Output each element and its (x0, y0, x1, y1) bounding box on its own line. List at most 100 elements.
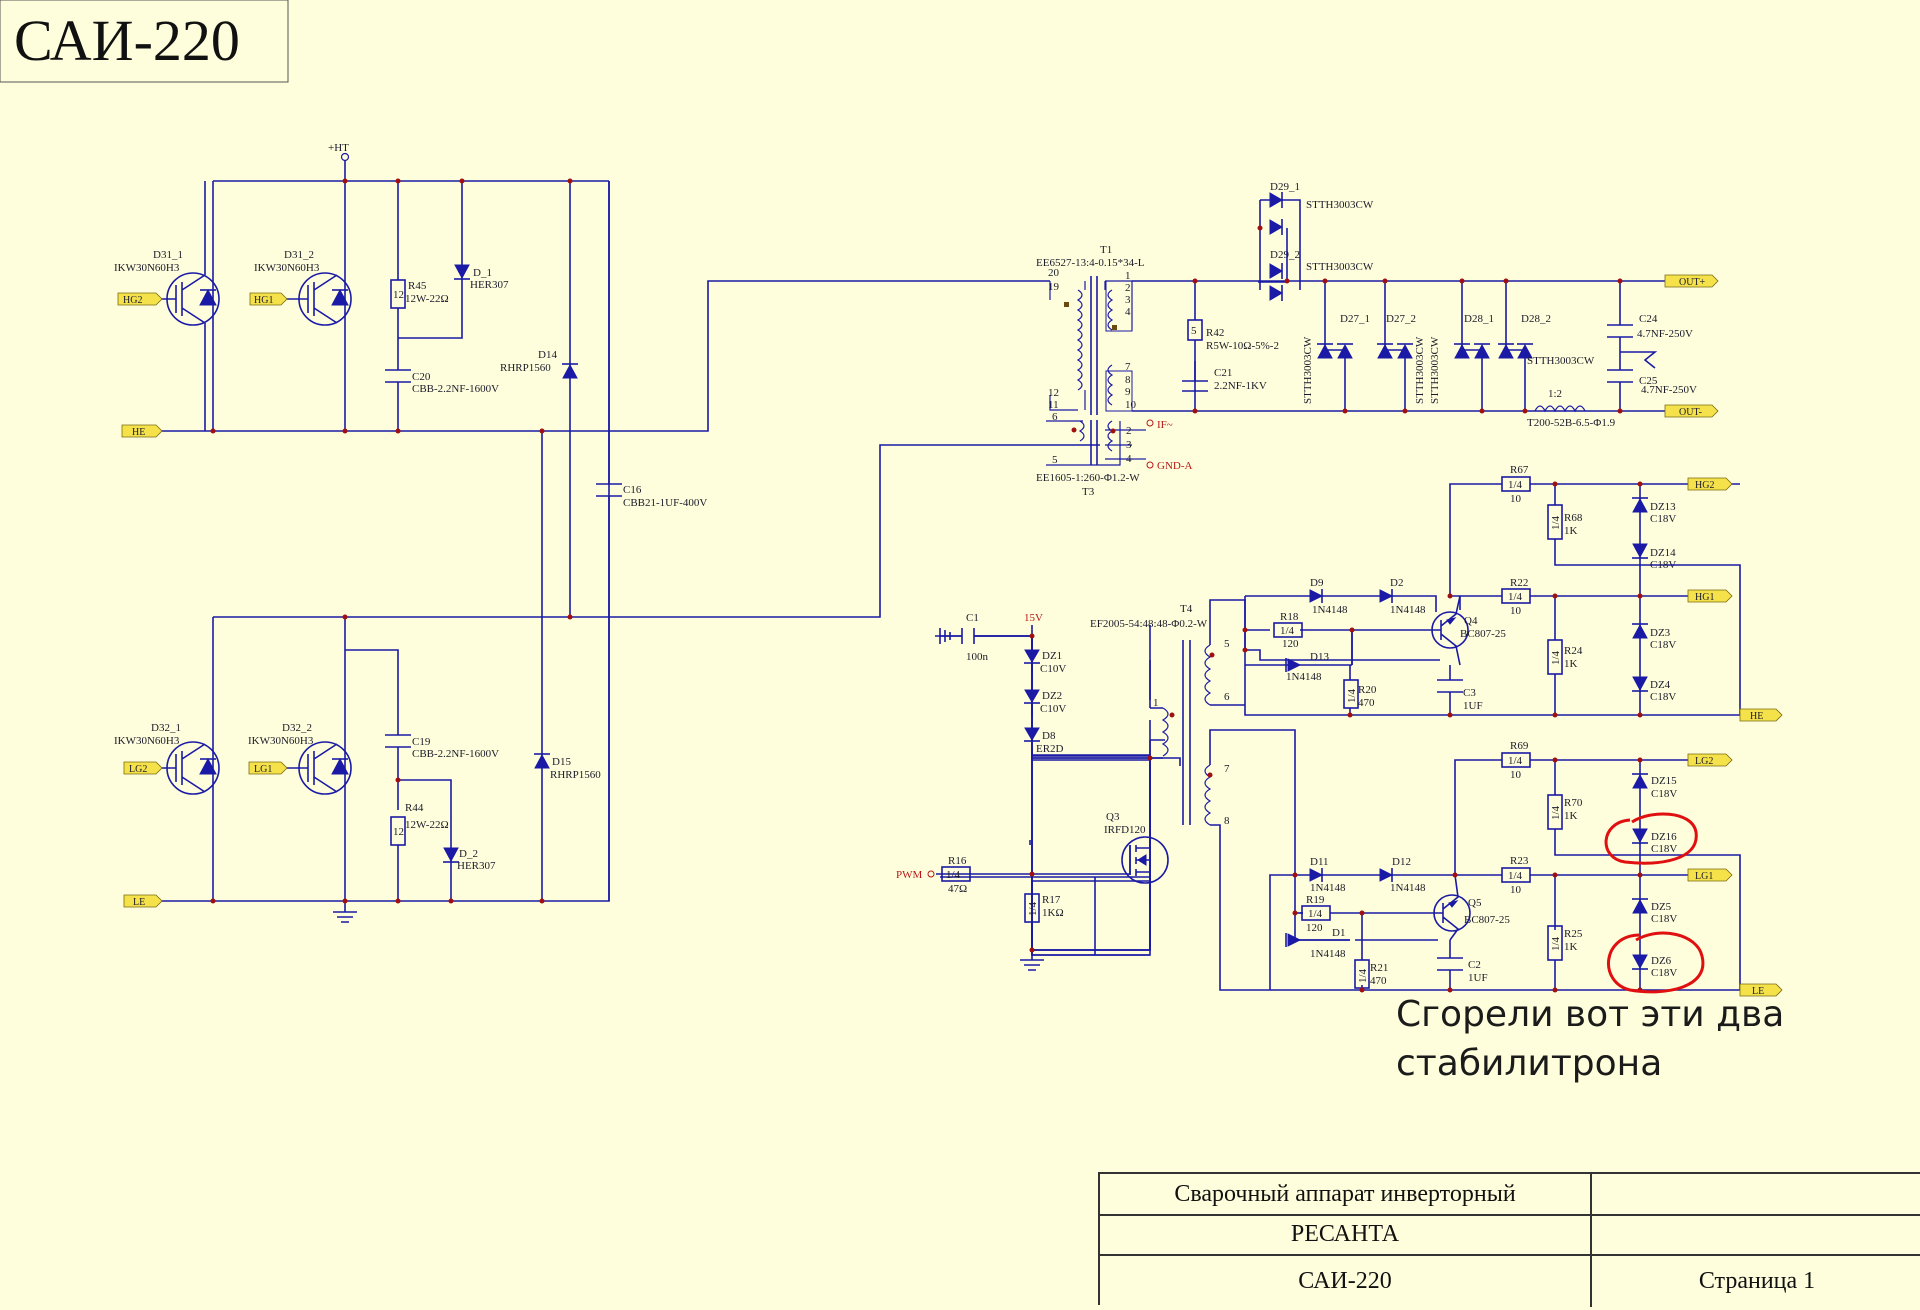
net-15v-label: 15V (1024, 612, 1043, 624)
t4-primary (1149, 625, 1169, 759)
d32-1-val: IKW30N60H3 (114, 735, 180, 747)
port-hg2-left: HG2 (117, 292, 163, 306)
resistor-r67 (1501, 476, 1531, 492)
svg-text:2: 2 (1126, 425, 1132, 437)
port-out-plus: OUT+ (1664, 274, 1719, 288)
svg-text:3: 3 (1126, 439, 1132, 451)
t1-ref: T1 (1100, 244, 1112, 256)
r67-ref: R67 (1510, 464, 1529, 476)
d8-ref: D8 (1042, 730, 1056, 742)
svg-text:HE: HE (132, 427, 145, 438)
dz2-val: C10V (1040, 703, 1066, 715)
c20-ref: C20 (412, 371, 431, 383)
d14-ref: D14 (538, 349, 557, 361)
zener-dz6 (1632, 954, 1648, 970)
r25-val: 1K (1564, 941, 1578, 953)
q3-ref: Q3 (1106, 811, 1120, 823)
dz16-ref: DZ16 (1651, 831, 1677, 843)
transistor-q5 (1420, 874, 1471, 941)
d27-1-ref: D27_1 (1340, 313, 1370, 325)
r24-val: 1K (1564, 658, 1578, 670)
dz2-ref: DZ2 (1042, 690, 1062, 702)
svg-text:OUT-: OUT- (1679, 407, 1702, 418)
d27-2-ref: D27_2 (1386, 313, 1416, 325)
r20-val: 470 (1358, 697, 1375, 709)
d1-ref: D1 (1332, 927, 1345, 939)
transformer-t3 (1046, 420, 1132, 466)
t4-val: EF2005-54:48:48-Φ0.2-W (1090, 618, 1208, 630)
d28-2-val: STTH3003CW (1527, 355, 1595, 367)
d11-ref: D11 (1310, 856, 1329, 868)
svg-text:1: 1 (1153, 697, 1159, 709)
dz16-val: C18V (1651, 843, 1677, 855)
d9-val: 1N4148 (1312, 604, 1348, 616)
zener-dz5 (1632, 898, 1648, 914)
r23-body: 1/4 (1508, 870, 1523, 882)
d13-val: 1N4148 (1286, 671, 1322, 683)
capacitor-c16 (596, 483, 622, 497)
resistor-r24 (1547, 639, 1563, 675)
r17-ref: R17 (1042, 894, 1061, 906)
resistor-r19 (1301, 905, 1331, 921)
r42-val: R5W-10Ω-5%-2 (1206, 340, 1279, 352)
c25-ref: C25 (1639, 375, 1658, 387)
capacitor-c3 (1437, 679, 1463, 693)
d27-2-val: STTH3003CW (1414, 336, 1426, 404)
c21-val: 2.2NF-1KV (1214, 380, 1267, 392)
r16-val: 47Ω (948, 883, 967, 895)
d31-1-val: IKW30N60H3 (114, 262, 180, 274)
svg-text:19: 19 (1048, 281, 1060, 293)
q5-val: BC807-25 (1464, 914, 1510, 926)
title-block-row-3: САИ-220 (1298, 1268, 1392, 1294)
svg-text:LG1: LG1 (254, 764, 272, 775)
r18-val: 120 (1282, 638, 1299, 650)
resistor-r68 (1547, 504, 1563, 540)
svg-text:6: 6 (1224, 691, 1230, 703)
r67-body: 1/4 (1508, 479, 1523, 491)
r69-body: 1/4 (1508, 755, 1523, 767)
svg-text:HG2: HG2 (1695, 480, 1714, 491)
net-gnd-a-label: GND-A (1157, 460, 1192, 472)
d29-2-val: STTH3003CW (1306, 261, 1374, 273)
c3-ref: C3 (1463, 687, 1476, 699)
net-pwm-label: PWM (896, 869, 923, 881)
diode-d15 (534, 753, 550, 769)
output-rectifier (1132, 199, 1665, 413)
annotation-circles (1604, 812, 1705, 994)
q3-val: IRFD120 (1104, 824, 1146, 836)
port-lg2-right: LG2 (1687, 753, 1733, 767)
d12-val: 1N4148 (1390, 882, 1426, 894)
dz5-ref: DZ5 (1651, 901, 1672, 913)
svg-text:LG2: LG2 (1695, 756, 1713, 767)
c24-val: 4.7NF-250V (1637, 328, 1693, 340)
c1-val: 100n (966, 651, 989, 663)
diode-d12 (1379, 868, 1394, 882)
r21-ref: R21 (1370, 962, 1388, 974)
resistor-r16 (941, 866, 971, 882)
r44-ref: R44 (405, 802, 424, 814)
t3-pin-labels: 6 5 2 3 4 (1052, 411, 1132, 466)
diode-d28-2 (1498, 343, 1533, 359)
svg-text:5: 5 (1052, 454, 1058, 466)
c2-val: 1UF (1468, 972, 1488, 984)
r44-val: 12W-22Ω (405, 819, 449, 831)
diode-d13 (1285, 658, 1302, 672)
resistor-r18 (1273, 622, 1303, 638)
igbt-d32-1 (148, 741, 220, 795)
d29-1-val: STTH3003CW (1306, 199, 1374, 211)
dz3-ref: DZ3 (1650, 627, 1671, 639)
d31-2-ref: D31_2 (284, 249, 314, 261)
t1-pin-labels: 20 19 1 2 3 4 7 8 9 10 12 11 (1048, 267, 1137, 411)
r23-val: 10 (1510, 884, 1522, 896)
d29-2-ref: D29_2 (1270, 249, 1300, 261)
r18-body: 1/4 (1280, 625, 1295, 637)
dz4-ref: DZ4 (1650, 679, 1671, 691)
igbt-d31-1 (148, 181, 220, 431)
r16-body: 1/4 (946, 869, 961, 881)
c25-val: 4.7NF-250V (1641, 384, 1697, 396)
resistor-r22 (1501, 588, 1531, 604)
dz13-ref: DZ13 (1650, 501, 1676, 513)
c19-ref: C19 (412, 736, 431, 748)
r17-body: 1/4 (1027, 901, 1039, 916)
